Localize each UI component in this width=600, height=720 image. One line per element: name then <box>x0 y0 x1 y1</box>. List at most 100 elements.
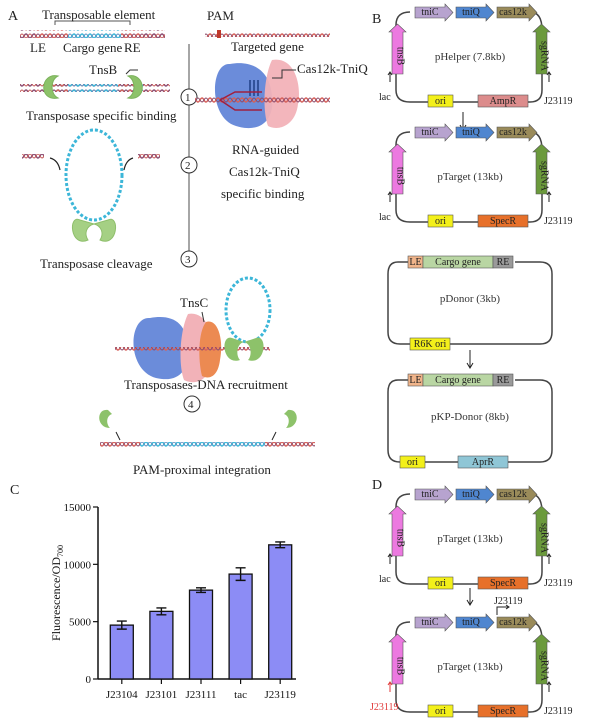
label-cargo-gene: Cargo gene <box>63 40 123 55</box>
y-tick-label: 5000 <box>69 617 92 629</box>
gene-tniq-arrow <box>455 123 495 142</box>
element-r6k-ori-label: R6K ori <box>414 339 447 350</box>
gene-sgrna-arrow <box>532 23 551 75</box>
released-tnsb-right <box>284 409 297 428</box>
promoter-right-label: J23119 <box>544 216 573 227</box>
label-rna-guided-1: RNA-guided <box>232 142 300 157</box>
gene-tniq-label: tniQ <box>462 7 481 18</box>
integrated-re <box>265 442 315 448</box>
label-cas12k-tniq: Cas12k-TniQ <box>297 61 368 76</box>
gene-tnsb-label: tnsB <box>395 657 406 676</box>
dna-flank-right <box>143 30 165 38</box>
dna-cargo-2 <box>48 84 143 92</box>
element-cargo-gene-label: Cargo gene <box>435 375 481 386</box>
gene-cas12k-arrow <box>496 123 538 142</box>
promoter-left-label: lac <box>379 92 391 103</box>
gene-tnsb-label: tnsB <box>395 529 406 548</box>
step-number-4: 4 <box>188 399 194 411</box>
promoter-right-label: J23119 <box>544 578 573 589</box>
label-re: RE <box>124 40 141 55</box>
tnsb-dimer-left <box>71 218 96 242</box>
bar-J23119 <box>268 544 293 680</box>
gene-tnic-label: tniC <box>421 127 439 138</box>
step-circle-3 <box>180 250 198 268</box>
gene-cas12k-label: cas12k <box>499 7 527 18</box>
arrow-d-ptarget <box>466 588 474 606</box>
plasmid-backbone <box>395 493 543 585</box>
gene-tnsb-arrow <box>388 633 407 685</box>
gene-tnic-label: tniC <box>421 617 439 628</box>
gene-cas12k-label: cas12k <box>499 489 527 500</box>
element-re-box <box>492 255 514 269</box>
element-re-label: RE <box>497 257 510 268</box>
element-r6k-ori-box <box>409 337 451 351</box>
panel-a-figure <box>20 20 330 448</box>
promoter-left-label: J23119 <box>370 702 399 713</box>
promoter-right-label: J23119 <box>544 96 573 107</box>
label-tnsb: TnsB <box>89 62 118 77</box>
plasmid-name: pTarget (13kb) <box>437 661 503 673</box>
gene-sgrna-label: sgRNA <box>539 523 550 554</box>
gene-tniq-arrow <box>455 485 495 504</box>
plasmid-name: pTarget (13kb) <box>437 533 503 545</box>
error-bar-J23104 <box>116 620 127 630</box>
gene-tniq-label: tniQ <box>462 489 481 500</box>
guide-rna <box>249 80 259 96</box>
dna-cargo <box>68 30 121 38</box>
gene-tnic-arrow <box>414 613 454 632</box>
plasmid-name: pHelper (7.8kb) <box>435 51 506 63</box>
promoter-left-icon <box>387 191 393 202</box>
element-ori-label: ori <box>435 706 446 717</box>
caption-step3: Transposases-DNA recruitment <box>124 377 288 392</box>
element-ori-label: ori <box>435 578 446 589</box>
gene-resistance-box <box>477 576 529 590</box>
x-tick-label: J23119 <box>265 689 297 701</box>
label-transposable-element: Transposable element <box>42 7 156 22</box>
tnsb-pointer <box>125 69 138 75</box>
tnsc-pointer <box>201 311 205 323</box>
panel-label-d: D <box>372 478 383 493</box>
gene-tnic-arrow <box>414 485 454 504</box>
plasmid-backbone <box>395 621 543 713</box>
gene-resistance-label: SpecR <box>490 706 516 717</box>
gene-cas12k-arrow <box>496 485 538 504</box>
bar-J23111 <box>188 589 214 680</box>
promoter-left-icon <box>387 681 393 692</box>
release-arrow-right <box>271 431 277 441</box>
y-axis-label: Fluorescence/OD700 <box>49 545 65 641</box>
x-tick-label: tac <box>234 689 247 701</box>
gene-tniq-arrow <box>455 3 495 22</box>
gene-cas12k-label: cas12k <box>499 127 527 138</box>
promoter-right-icon <box>546 191 552 202</box>
promoter-left-icon <box>387 553 393 564</box>
gene-tnsb-label: tnsB <box>395 167 406 186</box>
release-arrow-left <box>115 431 121 441</box>
promoter-left-label: lac <box>379 212 391 223</box>
gene-tnsb-arrow <box>388 505 407 557</box>
error-bar-tac <box>235 567 246 582</box>
x-tick-label: J23104 <box>106 689 138 701</box>
label-tnsc: TnsC <box>180 295 209 310</box>
x-tick-label: J23101 <box>146 689 178 701</box>
bound-target-dna <box>195 97 330 103</box>
gene-cas12k-label: cas12k <box>499 617 527 628</box>
plasmid-name: pKP-Donor (8kb) <box>431 411 509 423</box>
promoter-top-icon <box>496 604 510 615</box>
promoter-right-icon <box>546 681 552 692</box>
y-axis-label-subscript: 700 <box>56 545 65 557</box>
element-le-label: LE <box>409 375 421 386</box>
recruit-tnsb-left <box>224 337 244 361</box>
bar-J23104 <box>109 624 134 680</box>
gene-tniq-arrow <box>455 613 495 632</box>
error-bar-J23101 <box>156 607 167 616</box>
gene-cas12k-arrow <box>496 3 538 22</box>
gene-tnsb-arrow <box>388 143 407 195</box>
caption-step1: Transposase specific binding <box>26 108 177 123</box>
gene-sgrna-arrow <box>532 505 551 557</box>
gene-sgrna-label: sgRNA <box>539 41 550 72</box>
